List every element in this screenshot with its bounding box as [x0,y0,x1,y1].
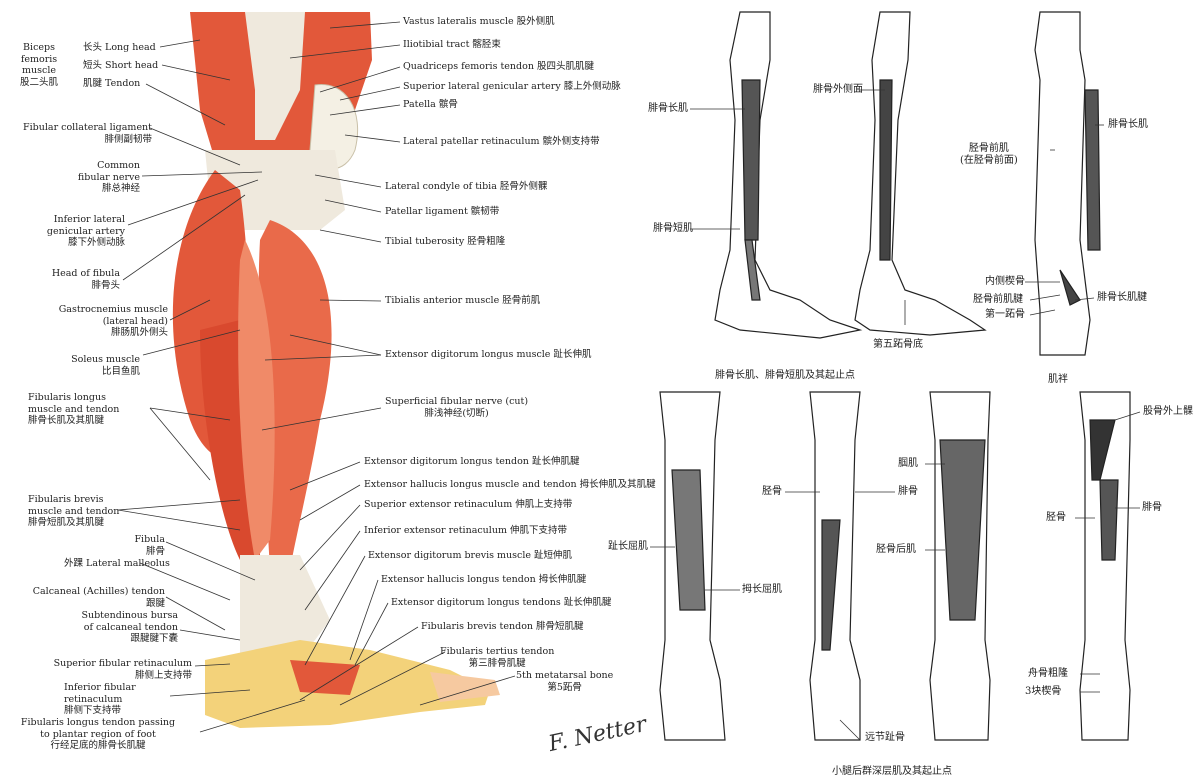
label-edl-muscle: Extensor digitorum longus muscle 趾长伸肌 [385,349,592,360]
toes [430,672,500,702]
label-ehl-muscle-tendon: Extensor hallucis longus muscle and tend… [364,479,656,490]
iliotibial-tract [245,12,305,140]
label-br-fhl: 拇长屈肌 [742,584,782,595]
label-tr-tibialis-anterior: 胫骨前肌(在胫骨前面) [960,143,1018,166]
tibialis-anterior [258,220,332,570]
label-fibularis-longus: Fibularis longus muscle and tendon 腓骨长肌及… [28,392,120,426]
label-quadriceps-tendon: Quadriceps femoris tendon 股四头肌肌腱 [403,61,594,72]
label-br-tibia: 胫骨 [762,486,782,497]
label-fibularis-brevis-tendon: Fibularis brevis tendon 腓骨短肌腱 [421,621,584,632]
leader-lines [117,39,306,733]
edb-muscle [290,660,360,695]
label-inferior-extensor-retinaculum: Inferior extensor retinaculum 伸肌下支持带 [364,525,567,536]
label-lateral-malleolus: 外踝 Lateral malleolus [64,558,170,569]
label-tr-fibularis-longus-tendon: 腓骨长肌腱 [1097,292,1147,303]
label-long-head: 长头 Long head [83,42,156,53]
label-tr-first-metatarsal: 第一跖骨 [985,309,1025,320]
label-gastrocnemius: Gastrocnemius muscle (lateral head) 腓肠肌外… [58,304,168,338]
caption-fibularis-origins: 腓骨长肌、腓骨短肌及其起止点 [715,370,855,381]
label-tibial-tuberosity: Tibial tuberosity 胫骨粗隆 [385,236,506,247]
label-patella: Patella 髌骨 [403,99,458,110]
label-short-head: 短头 Short head [83,60,159,71]
label-common-fibular-nerve: Common fibular nerve 腓总神经 [77,160,140,194]
label-edb-muscle: Extensor digitorum brevis muscle 趾短伸肌 [368,550,573,561]
label-tr-fibularis-longus: 腓骨长肌 [648,103,688,114]
bottom-right-leaders [650,411,1141,741]
ankle-tendons [240,555,330,660]
label-tr-fibularis-longus-3: 腓骨长肌 [1108,119,1148,130]
label-patellar-ligament: Patellar ligament 髌韧带 [385,206,500,217]
label-superior-fibular-retinaculum: Superior fibular retinaculum 腓侧上支持带 [53,658,192,681]
label-edl-tendon: Extensor digitorum longus tendon 趾长伸肌腱 [364,456,580,467]
label-subtendinous-bursa: Subtendinous bursa of calcaneal tendon 跟… [81,610,178,644]
label-br-tibialis-posterior: 胫骨后肌 [876,544,916,555]
label-tr-fibula-lateral-face: 腓骨外侧面 [813,84,863,95]
label-fibularis-tertius: Fibularis tertius tendon 第三腓骨肌腱 [440,646,555,669]
label-head-of-fibula: Head of fibula 腓骨头 [51,268,120,291]
label-superior-lateral-genicular-artery: Superior lateral genicular artery 膝上外侧动脉 [403,81,621,92]
label-tibialis-anterior: Tibialis anterior muscle 胫骨前肌 [385,295,541,306]
label-tr-tibialis-anterior-tendon: 胫骨前肌腱 [973,294,1023,305]
label-tr-medial-cuneiform: 内侧楔骨 [985,276,1025,287]
caption-muscle-sling: 肌袢 [1048,374,1068,385]
caption-deep-posterior: 小腿后群深层肌及其起止点 [832,766,952,777]
label-br-popliteus: 腘肌 [898,458,918,469]
label-fibular-collateral-ligament: Fibular collateral ligament 腓侧副韧带 [23,122,152,145]
label-superficial-fibular-nerve: Superficial fibular nerve (cut) 腓浅神经(切断) [385,396,529,419]
label-soleus: Soleus muscle 比目鱼肌 [71,354,140,377]
label-inferior-lateral-genicular-artery: Inferior lateral genicular artery 膝下外侧动脉 [46,214,125,248]
bottom-right-sketches [659,391,1131,741]
top-right-leaders [690,89,1104,325]
label-tr-5th-metatarsal-base: 第五跖骨底 [873,339,923,350]
label-superior-extensor-retinaculum: Superior extensor retinaculum 伸肌上支持带 [364,499,573,510]
label-lateral-condyle-tibia: Lateral condyle of tibia 胫骨外侧髁 [385,181,548,192]
label-5th-metatarsal: 5th metatarsal bone 第5跖骨 [516,670,614,693]
label-lateral-patellar-retinaculum: Lateral patellar retinaculum 髌外侧支持带 [403,136,600,147]
label-br-fdl: 趾长屈肌 [608,541,648,552]
label-fibularis-longus-tendon: Fibularis longus tendon passing to plant… [20,717,176,751]
label-br-cuneiforms: 3块楔骨 [1025,686,1062,697]
label-iliotibial-tract: Iliotibial tract 髂胫束 [403,39,501,50]
leader-lines-right [261,21,516,706]
label-fibula: Fibula 腓骨 [134,534,165,557]
label-biceps-femoris: Biceps femoris muscle 股二头肌 [20,42,59,88]
top-right-sketches [714,11,1101,356]
label-edl-tendons: Extensor digitorum longus tendons 趾长伸肌腱 [391,597,612,608]
label-tr-fibularis-brevis: 腓骨短肌 [653,223,693,234]
label-br-distal-phalanx: 远节趾骨 [865,732,905,743]
label-vastus-lateralis: Vastus lateralis muscle 股外侧肌 [403,16,555,27]
label-fibularis-brevis: Fibularis brevis muscle and tendon 腓骨短肌及… [28,494,120,528]
label-br-fibula: 腓骨 [898,486,918,497]
edl-muscle [238,240,275,560]
label-tendon: 肌腱 Tendon [83,78,141,89]
label-br-navicular: 舟骨粗隆 [1028,668,1068,679]
label-achilles-tendon: Calcaneal (Achilles) tendon 跟腱 [32,586,165,609]
label-br-lateral-epicondyle: 股骨外上髁 [1143,406,1193,417]
label-br-fibula-b: 腓骨 [1142,502,1162,513]
label-inferior-fibular-retinaculum: Inferior fibular retinaculum 腓侧下支持带 [64,682,136,716]
label-ehl-tendon: Extensor hallucis longus tendon 拇长伸肌腱 [381,574,587,585]
label-br-tibia-b: 胫骨 [1046,512,1066,523]
